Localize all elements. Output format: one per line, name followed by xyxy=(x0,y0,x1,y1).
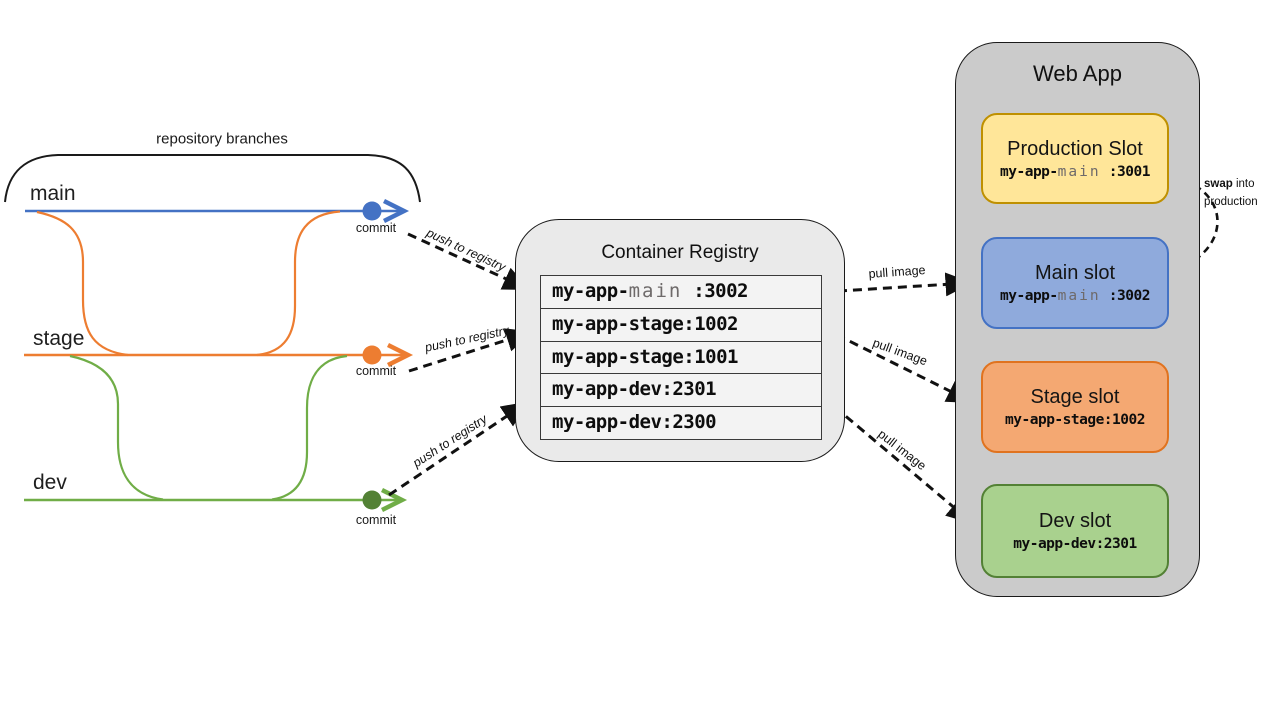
image-name-part: my-app-dev:2301 xyxy=(552,378,717,401)
branch-label-dev: dev xyxy=(33,471,67,494)
dev-slot: Dev slot my-app-dev:2301 xyxy=(981,484,1169,578)
image-tag-part: :3002 xyxy=(1100,288,1151,304)
registry-row-stage-1002: my-app-stage:1002 xyxy=(540,307,822,342)
production-slot-image: my-app-main :3001 xyxy=(1000,164,1150,180)
push-arrow-main xyxy=(407,232,531,290)
dev-slot-image: my-app-dev:2301 xyxy=(1013,536,1137,552)
web-app-box: Web App Production Slot my-app-main :300… xyxy=(955,42,1200,597)
stage-slot-image: my-app-stage:1002 xyxy=(1005,412,1145,428)
pull-arrow-main xyxy=(822,272,973,297)
pull-arrow-dev xyxy=(822,395,974,524)
image-name-part: my-app-stage:1002 xyxy=(1005,412,1145,428)
branch-label-main: main xyxy=(30,182,76,205)
image-name-part: my-app- xyxy=(1000,288,1058,304)
dev-slot-title: Dev slot xyxy=(1038,510,1112,532)
pull-arrow-stage xyxy=(822,326,975,404)
swap-into-production-label: swap into production xyxy=(1204,176,1280,212)
swap-label-rest-part: into production xyxy=(1204,178,1258,208)
dev-branch-out-curve xyxy=(69,354,164,501)
registry-row-dev-2300: my-app-dev:2300 xyxy=(540,406,822,441)
image-name-part: my-app-stage:1001 xyxy=(552,345,738,368)
image-name-dim-part: main xyxy=(1057,288,1101,304)
stage-branch-out-curve xyxy=(36,210,129,357)
registry-row-stage-1001: my-app-stage:1001 xyxy=(540,340,822,375)
production-slot-title: Production Slot xyxy=(1007,137,1143,160)
stage-commit-dot xyxy=(362,345,382,365)
container-registry-box: Container Registry my-app-main :3002 my-… xyxy=(515,219,845,462)
registry-row-main-3002: my-app-main :3002 xyxy=(540,275,822,309)
swap-label-bold-part: swap xyxy=(1204,178,1233,190)
stage-slot: Stage slot my-app-stage:1002 xyxy=(981,361,1169,453)
commit-label-dev: commit xyxy=(355,513,397,527)
image-tag-part: :3002 xyxy=(682,280,748,302)
image-name-part: my-app-stage:1002 xyxy=(552,312,738,335)
image-tag-part: :3001 xyxy=(1100,163,1151,180)
branch-label-stage: stage xyxy=(33,327,85,350)
push-arrow-stage xyxy=(408,328,534,373)
commit-label-stage: commit xyxy=(355,364,397,378)
dev-commit-dot xyxy=(362,490,382,510)
image-name-part: my-app- xyxy=(1000,163,1058,180)
stage-slot-title: Stage slot xyxy=(1030,386,1120,408)
web-app-title: Web App xyxy=(1033,61,1122,86)
registry-image-table: my-app-main :3002 my-app-stage:1002 my-a… xyxy=(540,275,822,441)
dev-branch-merge-curve xyxy=(271,354,348,501)
production-slot: Production Slot my-app-main :3001 xyxy=(981,113,1169,204)
repository-branches-label: repository branches xyxy=(156,130,288,148)
swap-arrow xyxy=(1160,171,1219,274)
image-name-part: my-app-dev:2300 xyxy=(552,411,717,434)
stage-branch-merge-curve xyxy=(256,210,341,357)
image-name-part: my-app- xyxy=(552,280,629,302)
commit-label-main: commit xyxy=(355,221,397,235)
push-arrow-dev xyxy=(388,401,529,497)
image-name-dim-part: main xyxy=(1057,163,1101,180)
container-registry-title: Container Registry xyxy=(601,242,759,263)
registry-row-dev-2301: my-app-dev:2301 xyxy=(540,373,822,408)
main-slot-title: Main slot xyxy=(1034,262,1116,284)
main-slot-image: my-app-main :3002 xyxy=(1000,288,1150,304)
image-name-part: my-app-dev:2301 xyxy=(1013,536,1137,552)
main-commit-dot xyxy=(362,201,382,221)
repository-brace xyxy=(4,154,421,203)
image-name-dim-part: main xyxy=(628,280,683,302)
main-slot: Main slot my-app-main :3002 xyxy=(981,237,1169,329)
